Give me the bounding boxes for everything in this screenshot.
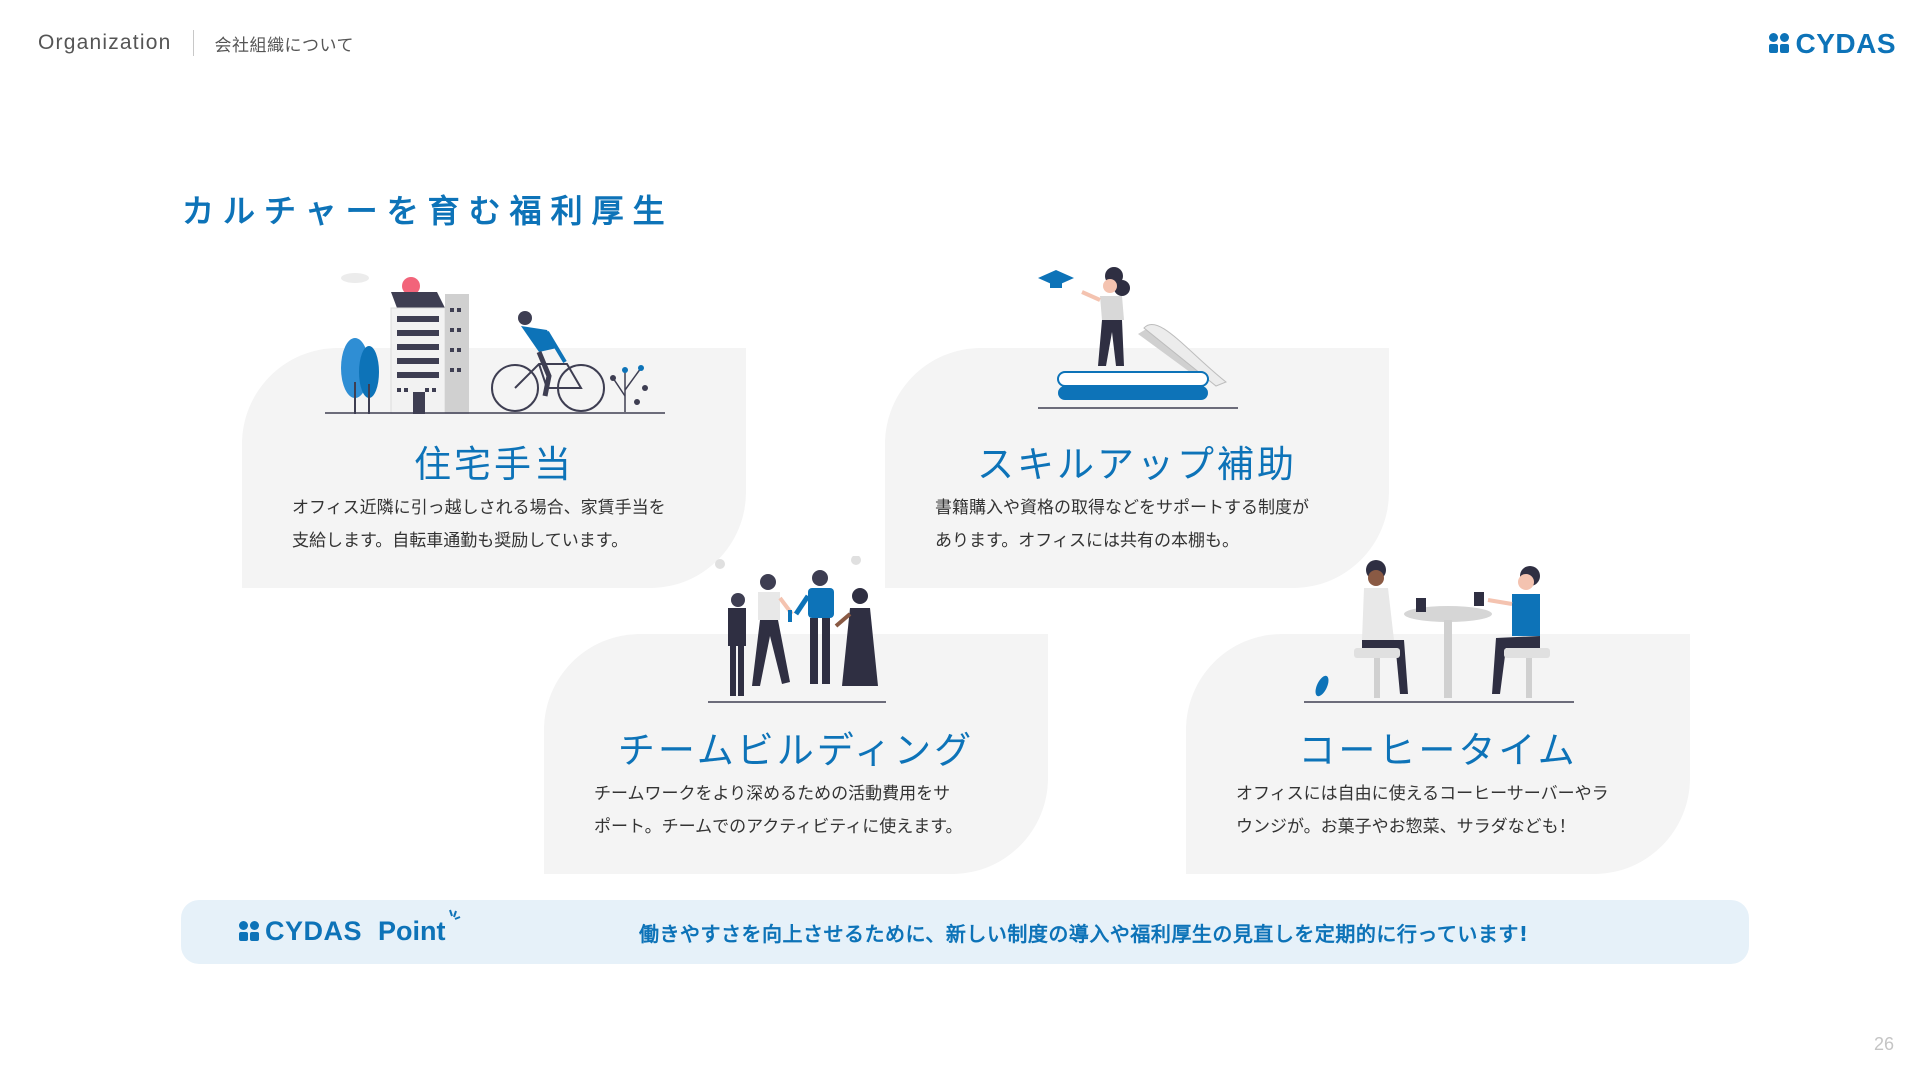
card-description: オフィスには自由に使えるコーヒーサーバーやラ ウンジが。お菓子やお惣菜、サラダな… bbox=[1236, 778, 1670, 844]
header-divider bbox=[193, 30, 195, 56]
card-description-line: 支給します。自転車通勤も奨励しています。 bbox=[292, 531, 629, 551]
point-label-text: Point bbox=[378, 916, 446, 946]
person-on-books-graduation-cap-illustration bbox=[1038, 267, 1238, 409]
section-name-ja: 会社組織について bbox=[214, 35, 354, 56]
section-name-en: Organization bbox=[38, 31, 172, 54]
building-and-cyclist-illustration bbox=[325, 273, 665, 414]
cydas-logo-mark-icon bbox=[1769, 33, 1791, 55]
card-title: コーヒータイム bbox=[1298, 729, 1578, 772]
cydas-logo-mark-icon bbox=[239, 920, 261, 943]
card-description-line: あります。オフィスには共有の本棚も。 bbox=[935, 531, 1239, 551]
sparkle-icon bbox=[448, 909, 460, 920]
card-description: チームワークをより深めるための活動費用をサ ポート。チームでのアクティビティに使… bbox=[594, 778, 1028, 844]
benefit-card-housing: 住宅手当 オフィス近隣に引っ越しされる場合、家賃手当を 支給します。自転車通勤も… bbox=[242, 348, 746, 588]
point-message: 働きやすさを向上させるために、新しい制度の導入や福利厚生の見直しを定期的に行って… bbox=[639, 922, 1529, 946]
point-label: Point bbox=[378, 909, 460, 947]
card-title: スキルアップ補助 bbox=[977, 443, 1297, 486]
team-toasting-illustration bbox=[708, 556, 886, 703]
card-description-line: チームワークをより深めるための活動費用をサ bbox=[594, 784, 951, 804]
cydas-logo: CYDAS bbox=[1769, 28, 1896, 60]
cydas-point-banner: CYDAS Point 働きやすさを向上させるために、新しい制度の導入や福利厚生… bbox=[181, 900, 1749, 964]
cydas-point-logo: CYDAS Point bbox=[239, 909, 460, 947]
card-title: チームビルディング bbox=[617, 729, 975, 772]
page-title: カルチャーを育む福利厚生 bbox=[182, 192, 674, 230]
card-description: 書籍購入や資格の取得などをサポートする制度が あります。オフィスには共有の本棚も… bbox=[935, 492, 1369, 558]
card-description-line: オフィスには自由に使えるコーヒーサーバーやラ bbox=[1236, 784, 1609, 804]
benefit-card-coffee: コーヒータイム オフィスには自由に使えるコーヒーサーバーやラ ウンジが。お菓子や… bbox=[1186, 634, 1690, 874]
card-description: オフィス近隣に引っ越しされる場合、家賃手当を 支給します。自転車通勤も奨励してい… bbox=[292, 492, 726, 558]
card-description-line: オフィス近隣に引っ越しされる場合、家賃手当を bbox=[292, 498, 666, 518]
card-description-line: ポート。チームでのアクティビティに使えます。 bbox=[594, 817, 963, 837]
cydas-logo-text: CYDAS bbox=[1795, 28, 1896, 59]
coffee-table-chat-illustration bbox=[1304, 560, 1574, 703]
benefit-card-teambuilding: チームビルディング チームワークをより深めるための活動費用をサ ポート。チームで… bbox=[544, 634, 1048, 874]
header-section-label: Organization 会社組織について bbox=[38, 30, 354, 56]
cydas-logo-text: CYDAS bbox=[265, 916, 363, 946]
card-description-line: 書籍購入や資格の取得などをサポートする制度が bbox=[935, 498, 1309, 518]
benefit-card-skillup: スキルアップ補助 書籍購入や資格の取得などをサポートする制度が あります。オフィ… bbox=[885, 348, 1389, 588]
page-number: 26 bbox=[1873, 1034, 1894, 1054]
card-title: 住宅手当 bbox=[414, 443, 574, 486]
card-description-line: ウンジが。お菓子やお惣菜、サラダなども！ bbox=[1236, 817, 1576, 837]
